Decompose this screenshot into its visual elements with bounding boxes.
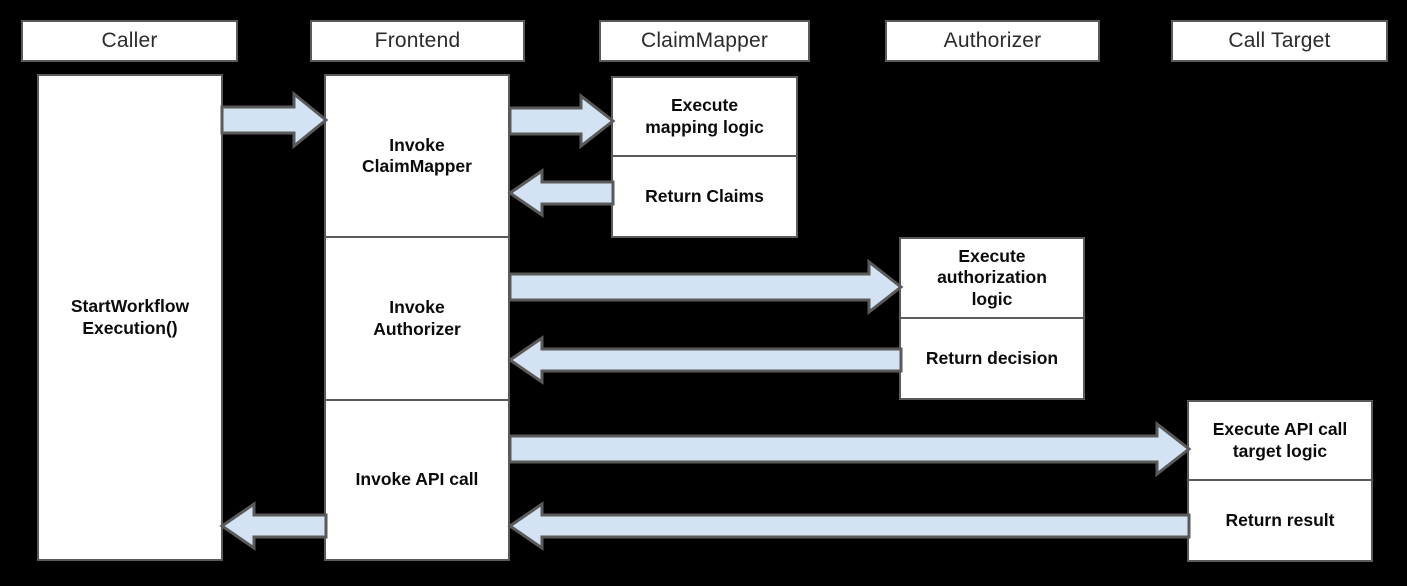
activation-claimmapper-return-claims-label: Return Claims — [645, 185, 764, 206]
message-arrow-frontend-to-claimmapper[interactable] — [508, 92, 616, 150]
message-arrow-caller-to-frontend[interactable] — [220, 90, 329, 150]
message-arrow-frontend-to-calltarget[interactable] — [508, 420, 1192, 478]
activation-caller-start-workflow[interactable]: StartWorkflow Execution() — [37, 74, 223, 561]
activation-calltarget-return-result-label: Return result — [1225, 509, 1335, 530]
lane-header-calltarget-label: Call Target — [1228, 29, 1331, 52]
lane-header-calltarget[interactable]: Call Target — [1171, 20, 1388, 62]
message-arrow-calltarget-to-frontend[interactable] — [507, 501, 1191, 551]
activation-claimmapper-execute-mapping-logic-label: Execute mapping logic — [645, 95, 764, 137]
activation-caller-start-workflow-label: StartWorkflow Execution() — [70, 296, 190, 338]
activation-frontend-invoke-authorizer-label: Invoke Authorizer — [373, 297, 461, 339]
activation-calltarget-execute-api-call-target-logic[interactable]: Execute API call target logic — [1187, 400, 1373, 480]
activation-claimmapper-return-claims[interactable]: Return Claims — [611, 156, 798, 238]
message-arrow-claimmapper-to-frontend[interactable] — [507, 168, 615, 218]
activation-frontend-invoke-api-call[interactable]: Invoke API call — [324, 400, 510, 561]
activation-calltarget-execute-api-call-target-logic-label: Execute API call target logic — [1212, 419, 1348, 461]
lane-header-authorizer[interactable]: Authorizer — [885, 20, 1100, 62]
activation-frontend-invoke-claimmapper[interactable]: Invoke ClaimMapper — [324, 74, 510, 237]
activation-frontend-invoke-claimmapper-label: Invoke ClaimMapper — [362, 134, 472, 176]
activation-authorizer-execute-authorization-logic-label: Execute authorization logic — [937, 245, 1047, 309]
activation-authorizer-return-decision[interactable]: Return decision — [899, 318, 1085, 400]
activation-claimmapper-execute-mapping-logic[interactable]: Execute mapping logic — [611, 76, 798, 156]
message-arrow-frontend-to-authorizer[interactable] — [508, 258, 904, 316]
lane-header-authorizer-label: Authorizer — [943, 29, 1042, 52]
lane-header-claimmapper[interactable]: ClaimMapper — [599, 20, 810, 62]
activation-calltarget-return-result[interactable]: Return result — [1187, 480, 1373, 562]
activation-authorizer-return-decision-label: Return decision — [925, 347, 1059, 368]
lane-header-frontend-label: Frontend — [374, 29, 461, 52]
message-arrow-authorizer-to-frontend[interactable] — [507, 335, 903, 385]
lane-header-frontend[interactable]: Frontend — [310, 20, 525, 62]
lane-header-claimmapper-label: ClaimMapper — [640, 29, 769, 52]
lane-header-caller[interactable]: Caller — [21, 20, 238, 62]
activation-frontend-invoke-authorizer[interactable]: Invoke Authorizer — [324, 237, 510, 400]
activation-authorizer-execute-authorization-logic[interactable]: Execute authorization logic — [899, 237, 1085, 318]
lane-header-caller-label: Caller — [101, 29, 158, 52]
activation-frontend-invoke-api-call-label: Invoke API call — [355, 469, 479, 490]
message-arrow-frontend-to-caller[interactable] — [219, 501, 328, 551]
